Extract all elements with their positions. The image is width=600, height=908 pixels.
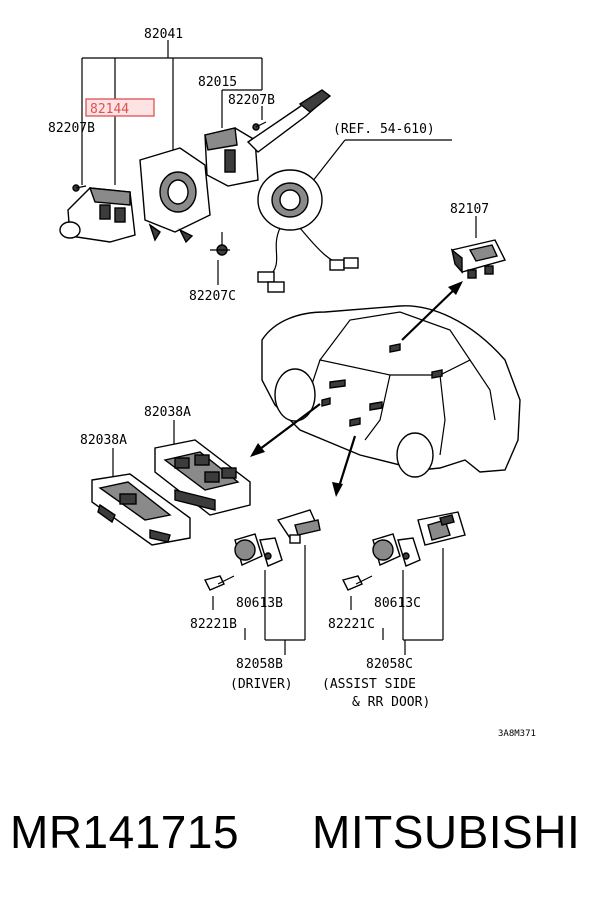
label-82058b: 82058B xyxy=(236,657,283,672)
label-82058c: 82058C xyxy=(366,657,413,672)
label-assist-side: (ASSIST SIDE xyxy=(322,677,416,692)
car-body xyxy=(261,305,521,478)
label-82207b-top: 82207B xyxy=(228,93,275,108)
label-82041: 82041 xyxy=(144,27,183,42)
window-switch-driver xyxy=(154,439,251,516)
label-rr-door: & RR DOOR) xyxy=(352,695,430,710)
combination-switch-left xyxy=(59,184,136,243)
label-82038a-top: 82038A xyxy=(144,405,191,420)
label-82144: 82144 xyxy=(90,102,129,117)
label-82221b: 82221B xyxy=(190,617,237,632)
switch-82107 xyxy=(450,239,507,279)
diagram-code: 3A8M371 xyxy=(498,729,536,739)
window-switch-passenger xyxy=(91,473,191,546)
door-switch-assist xyxy=(341,511,466,591)
label-driver: (DRIVER) xyxy=(230,677,293,692)
leaders-driver xyxy=(212,545,306,655)
leader-lines-82041 xyxy=(81,40,263,285)
brand-name: MITSUBISHI xyxy=(312,806,581,858)
screw-82207c xyxy=(210,244,230,256)
label-82207c: 82207C xyxy=(189,289,236,304)
combination-switch-center xyxy=(139,147,211,244)
label-82221c: 82221C xyxy=(328,617,375,632)
parts-diagram: 82041 82015 82207B 82144 82207B (REF. 54… xyxy=(48,27,536,739)
wiper-switch xyxy=(204,89,332,187)
clock-spring xyxy=(257,139,452,293)
label-82038a-left: 82038A xyxy=(80,433,127,448)
leaders-assist xyxy=(350,548,444,655)
arrows xyxy=(250,281,463,497)
label-80613c: 80613C xyxy=(374,596,421,611)
label-82015: 82015 xyxy=(198,75,237,90)
label-82107: 82107 xyxy=(450,202,489,217)
label-ref: (REF. 54-610) xyxy=(333,122,435,137)
highlight-box xyxy=(85,98,155,117)
door-switch-driver xyxy=(203,509,321,591)
label-80613b: 80613B xyxy=(236,596,283,611)
part-number: MR141715 xyxy=(10,806,240,858)
label-82207b-left: 82207B xyxy=(48,121,95,136)
